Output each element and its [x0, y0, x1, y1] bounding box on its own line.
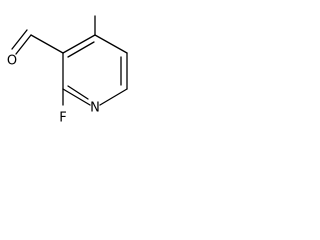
- atom-labels: O N F: [7, 54, 100, 126]
- bond-n1-c2-inner: [67, 85, 89, 100]
- bonds: [11, 15, 128, 106]
- bond-cho-o-double: [11, 29, 28, 50]
- bond-c4-c5: [94, 34, 128, 54]
- bond-n1-c2: [62, 88, 91, 106]
- nitrogen-label: N: [90, 101, 100, 116]
- bond-c3-c4-inner: [67, 41, 95, 58]
- chemical-structure: O N F: [7, 15, 128, 126]
- bond-c3-c4: [62, 34, 96, 54]
- oxygen-label: O: [7, 54, 17, 69]
- bond-c3-cho: [30, 34, 64, 54]
- bond-c6-n1: [99, 88, 128, 106]
- fluorine-label: F: [59, 111, 66, 126]
- bond-cho-o: [15, 34, 32, 55]
